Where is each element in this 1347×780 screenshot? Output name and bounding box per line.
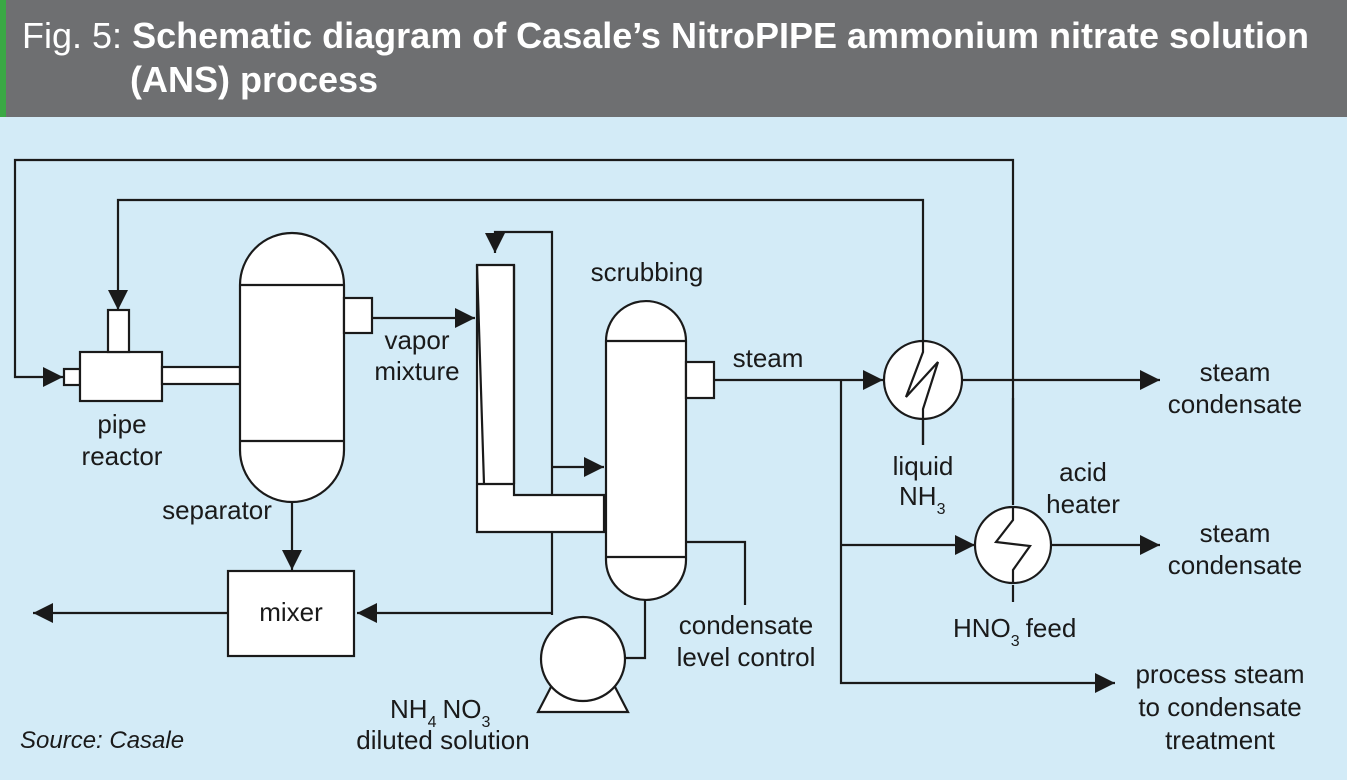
label-steam: steam [733,343,804,373]
source-credit: Source: Casale [20,727,184,754]
label-heater: heater [1046,489,1120,519]
figure-header: Fig. 5: Schematic diagram of Casale’s Ni… [0,0,1347,117]
venturi-taper [475,264,516,485]
label-condensate-out-2: condensate [1168,550,1302,580]
scrubbing-column-nozzle [684,360,716,400]
acid-heater-coil [993,508,1032,583]
label-vapor: vapor [384,325,449,355]
label-condensate-out-1: condensate [1168,389,1302,419]
label-nh3: NH3 [899,481,946,518]
steam-header-line [839,380,1115,693]
label-diluted-solution: diluted solution [356,725,529,755]
mixer-box [226,569,356,658]
header-accent-bar [0,0,6,117]
label-separator: separator [162,495,272,525]
label-steam-out-2: steam [1200,518,1271,548]
separator-vessel [238,231,346,504]
pump-body [539,615,627,703]
label-mixer: mixer [259,597,323,627]
pipe-reactor-outlet [160,365,242,386]
label-process-steam: process steam [1135,659,1304,689]
label-pipe: pipe [97,409,146,439]
label-acid: acid [1059,457,1107,487]
separator-vapor-nozzle [342,296,374,335]
recycle-line-outer [13,158,1015,500]
figure-title-line2: (ANS) process [130,59,379,100]
pipe-reactor-inlet [62,367,82,387]
label-steam-out-1: steam [1200,357,1271,387]
label-scrubbing: scrubbing [591,257,704,287]
label-condensate: condensate [679,610,813,640]
nh3-exchanger-coil [904,341,940,418]
nh3-feed-line [108,198,925,445]
scrubbing-column [604,299,688,602]
pipe-reactor-body [78,350,164,403]
label-liquid: liquid [893,451,954,481]
process-diagram: pipe reactor separator vapor mixture scr… [13,158,1305,755]
figure-title: Fig. 5: Schematic diagram of Casale’s Ni… [22,14,1332,102]
level-control-line [686,540,747,605]
figure-title-line1: Schematic diagram of Casale’s NitroPIPE … [132,15,1310,56]
pipe-reactor-top-nozzle [106,308,131,354]
label-level-control: level control [677,642,816,672]
label-treatment: treatment [1165,725,1276,755]
scrubber-recycle-line [485,230,554,615]
venturi-tube [475,263,606,534]
label-mixture: mixture [374,356,459,386]
label-to-condensate: to condensate [1138,692,1301,722]
figure-number: Fig. 5: [22,15,123,56]
label-reactor: reactor [82,441,163,471]
